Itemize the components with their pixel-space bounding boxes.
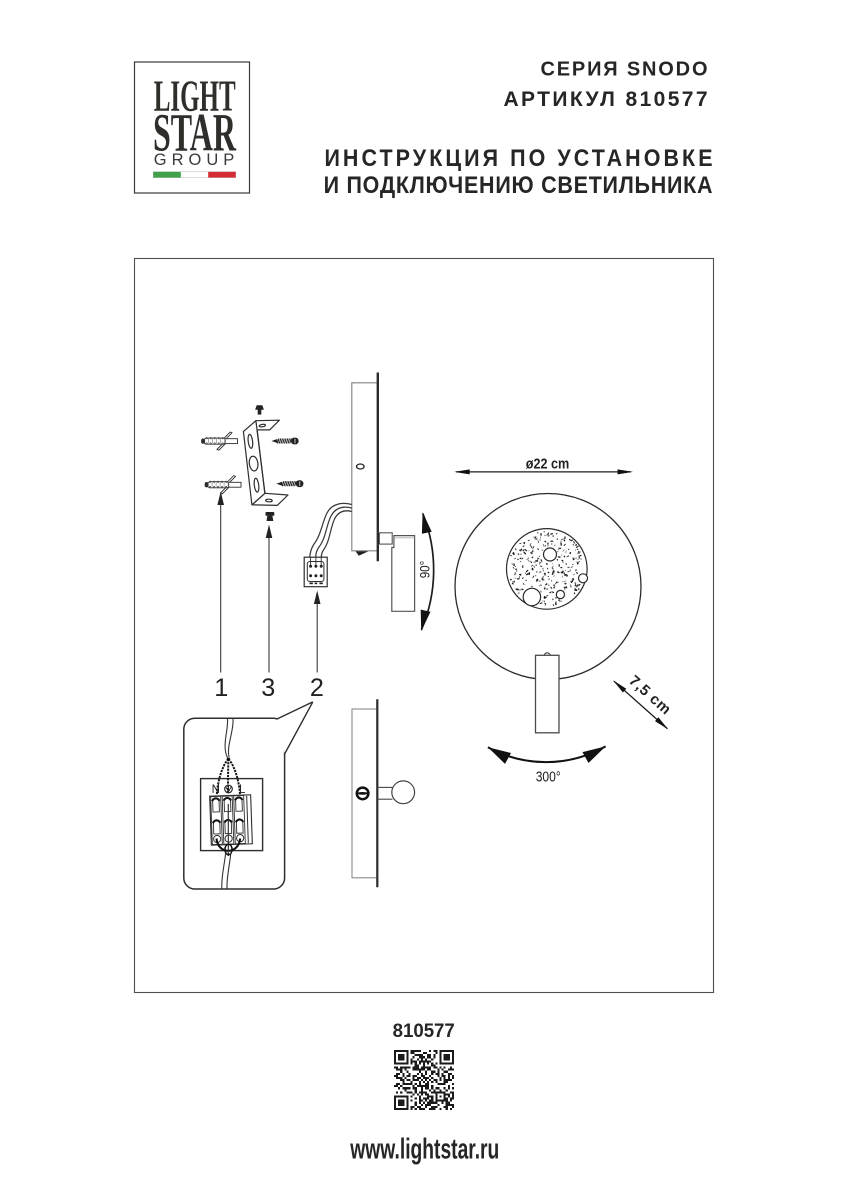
svg-text:STAR: STAR [153,102,237,162]
svg-text:www.lightstar.ru: www.lightstar.ru [350,1134,500,1166]
svg-text:7,5 cm: 7,5 cm [625,672,674,718]
svg-text:N: N [212,784,220,796]
svg-text:ø22 cm: ø22 cm [526,456,570,473]
svg-text:ИНСТРУКЦИЯ ПО УСТАНОВКЕ: ИНСТРУКЦИЯ ПО УСТАНОВКЕ [324,144,712,172]
svg-text:АРТИКУЛ 810577: АРТИКУЛ 810577 [504,88,708,111]
svg-text:90°: 90° [417,561,433,579]
svg-text:2: 2 [310,674,324,702]
svg-text:3: 3 [261,674,275,702]
svg-text:1: 1 [214,674,228,702]
svg-text:GROUP: GROUP [154,151,235,169]
svg-text:СЕРИЯ SNODO: СЕРИЯ SNODO [541,58,708,80]
svg-text:810577: 810577 [393,1020,455,1042]
svg-text:L: L [239,784,246,796]
svg-text:И ПОДКЛЮЧЕНИЮ СВЕТИЛЬНИКА: И ПОДКЛЮЧЕНИЮ СВЕТИЛЬНИКА [324,171,713,199]
svg-text:LIGHT: LIGHT [154,72,236,121]
svg-text:300°: 300° [536,770,561,786]
